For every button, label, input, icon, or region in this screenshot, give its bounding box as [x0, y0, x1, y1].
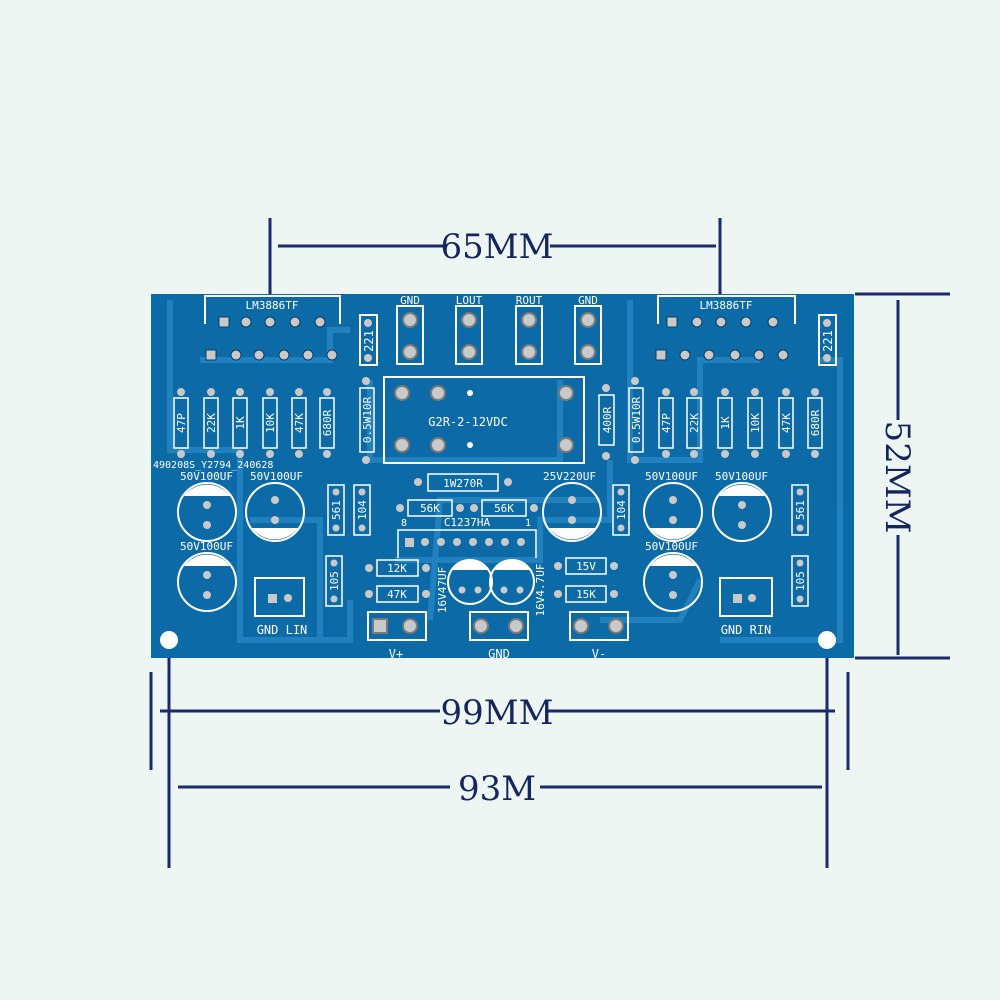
- res-right-22k: 22K: [688, 413, 701, 433]
- cap-47p-left-label: 47P: [175, 413, 188, 433]
- chip-c1237ha: C1237HA 8 1: [397, 516, 537, 558]
- res-1w270r: 1W270R: [443, 477, 483, 490]
- cap-16v4-7: 16V4.7UF: [534, 564, 547, 617]
- dim-52-label: 52MM: [877, 421, 917, 534]
- cap-50v-r3: 50V100UF: [645, 540, 698, 553]
- dim-99-label: 99MM: [441, 693, 554, 733]
- dim-93-label: 93M: [458, 769, 536, 809]
- res-15k: 15K: [576, 588, 596, 601]
- res-05w-left-label: 0.5W10R: [361, 396, 374, 443]
- board-code: 490208S_Y2794_240628: [153, 460, 273, 471]
- input-left-label: GND LIN: [257, 623, 308, 637]
- out-pin-gnd-2: GND: [578, 294, 598, 307]
- ic-right: LM3886TF: [657, 295, 796, 324]
- input-left: GND LIN: [254, 577, 308, 637]
- ic-right-label: LM3886TF: [700, 299, 753, 312]
- res-05w-right-label: 0.5W10R: [630, 396, 643, 443]
- res-56k-b: 56K: [494, 502, 514, 515]
- small-caps: 561 104 105 104 561 105: [325, 484, 809, 607]
- cap-47p-right-label: 47P: [660, 413, 673, 433]
- cap-105-right: 105: [794, 571, 807, 591]
- cap-25v220: 25V220UF: [543, 470, 596, 483]
- cap-561-left: 561: [330, 500, 343, 520]
- cap-50v-l3: 50V100UF: [180, 540, 233, 553]
- ic-left-label: LM3886TF: [246, 299, 299, 312]
- res-left-22k: 22K: [205, 413, 218, 433]
- res-left-47k: 47K: [293, 413, 306, 433]
- out-pin-lout: LOUT: [456, 294, 483, 307]
- left-resistor-bank: 47P 22K 1K 10K 47K 680R: [173, 388, 335, 458]
- chip-pin-1: 1: [525, 518, 531, 529]
- cap-221-right-label: 221: [821, 330, 835, 352]
- input-right-label: GND RIN: [721, 623, 772, 637]
- mount-hole-left: [160, 631, 178, 649]
- chip-pin-8: 8: [401, 518, 407, 529]
- relay-label: G2R-2-12VDC: [428, 415, 507, 429]
- res-right-680r: 680R: [809, 409, 822, 436]
- cap-50v-l1: 50V100UF: [180, 470, 233, 483]
- cap-50v-r1: 50V100UF: [645, 470, 698, 483]
- out-pin-rout: ROUT: [516, 294, 543, 307]
- res-left-680r: 680R: [321, 409, 334, 436]
- res-12k: 12K: [387, 562, 407, 575]
- power-gnd-label: GND: [488, 647, 510, 661]
- power-vplus-label: V+: [389, 647, 403, 661]
- cap-105-left: 105: [328, 571, 341, 591]
- cap-221-right: 221: [818, 314, 837, 366]
- output-terminals: GND LOUT ROUT GND: [396, 294, 602, 365]
- cap-16v47: 16V47UF: [436, 567, 449, 613]
- dim-65-label: 65MM: [441, 227, 554, 267]
- res-05w-left: 0.5W10R: [359, 377, 375, 464]
- input-right: GND RIN: [719, 577, 773, 637]
- dimension-lines: [149, 218, 950, 868]
- res-56k-a: 56K: [420, 502, 440, 515]
- res-right-1k: 1K: [719, 416, 732, 430]
- res-left-1k: 1K: [234, 416, 247, 430]
- res-right-47k: 47K: [780, 413, 793, 433]
- power-vminus-label: V-: [592, 647, 606, 661]
- res-left-10k: 10K: [264, 413, 277, 433]
- cap-221-left: 221: [359, 314, 378, 366]
- out-pin-gnd-1: GND: [400, 294, 420, 307]
- res-right-10k: 10K: [749, 413, 762, 433]
- cap-104-left: 104: [356, 500, 369, 520]
- right-resistor-bank: 47P 22K 1K 10K 47K 680R: [658, 388, 823, 458]
- res-400-label: 400R: [601, 406, 614, 433]
- cap-50v-l2: 50V100UF: [250, 470, 303, 483]
- ic-right-pins: [655, 316, 789, 361]
- chip-label: C1237HA: [444, 516, 491, 529]
- cap-104-right: 104: [615, 500, 628, 520]
- res-400: 400R: [598, 384, 615, 460]
- ic-left: LM3886TF: [204, 295, 341, 324]
- center-resistors: 1W270R 56K 56K 12K 47K 15V 15K: [365, 473, 618, 603]
- relay: G2R-2-12VDC: [383, 376, 585, 464]
- cap-50v-r2: 50V100UF: [715, 470, 768, 483]
- res-47k: 47K: [387, 588, 407, 601]
- res-05w-right: 0.5W10R: [628, 377, 644, 464]
- mount-hole-right: [818, 631, 836, 649]
- electrolytic-caps: 50V100UF 50V100UF 50V100UF 25V220UF 50V1…: [177, 470, 772, 617]
- ic-left-pins: [205, 316, 338, 361]
- power-terminals: V+ GND V-: [367, 611, 629, 661]
- cap-221-left-label: 221: [362, 330, 376, 352]
- res-15v: 15V: [576, 560, 596, 573]
- cap-561-right: 561: [794, 500, 807, 520]
